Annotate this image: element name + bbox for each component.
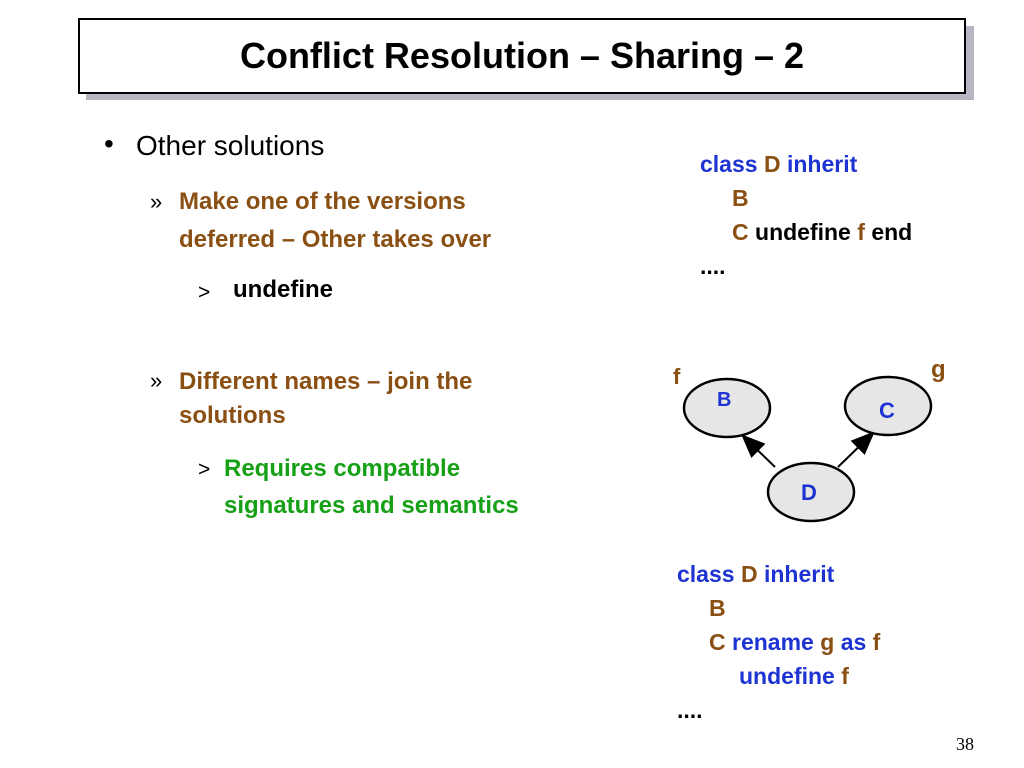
sub-bullet-different-names: Different names – join the solutions (179, 363, 472, 433)
node-c (843, 375, 933, 437)
code-bottom-line5: .... (677, 697, 703, 723)
sub-bullet-deferred-line2: deferred – Other takes over (179, 226, 492, 253)
feature-g-label: g (931, 356, 946, 383)
code-bottom-line4: undefine f (739, 663, 849, 689)
sub-bullet-different-names-line1: Different names – join the (179, 368, 473, 395)
code-bottom-line1: class D inherit (677, 561, 835, 587)
code-top-line1: class D inherit (700, 151, 858, 177)
feature-f-label: f (673, 364, 681, 389)
sub-bullet-different-names-line2: solutions (179, 402, 286, 429)
arrow-d-to-b (741, 434, 776, 468)
sub-sub-bullet-symbol-2: > (198, 458, 211, 481)
title-box: Conflict Resolution – Sharing – 2 (78, 18, 966, 94)
sub-sub-bullet-compatible: Requires compatible signatures and seman… (224, 450, 519, 524)
code-block-top: class D inherit B C undefine f end .... (700, 147, 912, 283)
page-number: 38 (956, 734, 974, 754)
node-d-label: D (801, 480, 817, 505)
code-top-line4: .... (700, 253, 726, 279)
sub-sub-bullet-symbol: > (198, 281, 211, 304)
code-bottom-line2: B (709, 595, 726, 621)
sub-bullet-deferred: Make one of the versions deferred – Othe… (179, 183, 491, 259)
node-c-label: C (879, 398, 895, 423)
node-b (682, 377, 772, 439)
sub-bullet-symbol: » (150, 189, 163, 214)
arrow-d-to-c (837, 431, 875, 468)
code-block-bottom: class D inherit B C rename g as f undefi… (677, 557, 880, 727)
code-top-line2: B (732, 185, 749, 211)
sub-sub-bullet-compatible-line2: signatures and semantics (224, 492, 519, 519)
sub-sub-bullet-compatible-line1: Requires compatible (224, 455, 461, 482)
code-top-line3: C undefine f end (732, 219, 913, 245)
sub-bullet-symbol-2: » (150, 368, 163, 393)
sub-bullet-deferred-line1: Make one of the versions (179, 188, 466, 215)
node-d (766, 461, 856, 523)
slide-title: Conflict Resolution – Sharing – 2 (239, 35, 805, 76)
bullet-other-solutions: Other solutions (136, 130, 325, 161)
node-b-label: B (717, 389, 732, 411)
sub-sub-bullet-undefine: undefine (233, 276, 333, 303)
code-bottom-line3: C rename g as f (709, 629, 881, 655)
bullet-symbol: • (104, 128, 114, 159)
